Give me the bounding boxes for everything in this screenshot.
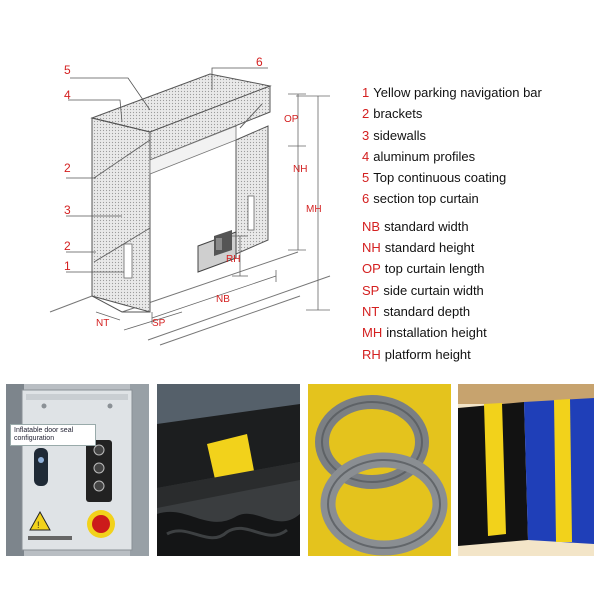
photo-control-box: ! xyxy=(6,384,149,556)
legend-code: 1 xyxy=(362,85,370,100)
callout-4: 4 xyxy=(64,88,71,102)
legend-code: OP xyxy=(362,261,381,277)
brackets xyxy=(93,103,263,263)
warning-icon xyxy=(29,510,51,531)
dimension-lines xyxy=(95,93,330,331)
callout-2-bottom: 2 xyxy=(64,239,71,253)
legend-code: 3 xyxy=(362,127,370,143)
right-sidewall xyxy=(235,125,269,255)
floor-lines xyxy=(49,251,331,346)
dim-sp: SP xyxy=(152,318,166,329)
dock-seal-diagram: 5 4 6 2 3 2 1 OP NH MH RH xyxy=(49,55,331,346)
callout-5: 5 xyxy=(64,63,71,77)
legend-text: brackets xyxy=(373,106,423,122)
dim-nt: NT xyxy=(96,318,109,329)
platform xyxy=(197,230,237,273)
legend-text: Top continuous coating xyxy=(373,170,507,186)
key-lock xyxy=(34,448,48,486)
legend-text: top curtain length xyxy=(384,261,485,277)
legend-code: SP xyxy=(362,282,380,298)
dim-nb: NB xyxy=(216,294,230,305)
legend-text: standard width xyxy=(384,218,469,234)
legend-code: 5 xyxy=(362,170,370,186)
top-beam xyxy=(90,73,272,161)
legend-text: installation height xyxy=(386,325,487,341)
callout-3: 3 xyxy=(64,203,71,217)
photo-curtain-material xyxy=(157,384,300,556)
callouts: 5 4 6 2 3 2 1 xyxy=(64,55,263,273)
callout-1: 1 xyxy=(64,259,71,273)
legend-code: NT xyxy=(362,303,380,319)
screw-icon xyxy=(41,403,113,409)
svg-text:!: ! xyxy=(37,520,40,530)
dim-mh: MH xyxy=(306,204,322,215)
legend-text: standard depth xyxy=(383,303,471,319)
legend-text: section top curtain xyxy=(373,191,479,207)
photo-rubber-seals xyxy=(308,384,451,556)
photo-color-samples xyxy=(458,384,594,556)
legend-code: NH xyxy=(362,240,381,256)
button-icon xyxy=(93,480,105,492)
control-box-label: Inflatable door seal configuration xyxy=(10,424,96,446)
legend-code: MH xyxy=(362,325,383,341)
legend-text: aluminum profiles xyxy=(373,148,476,164)
legend-text: side curtain width xyxy=(383,282,484,298)
callout-6: 6 xyxy=(256,55,263,69)
legend-code: 6 xyxy=(362,191,370,207)
legend-code: 2 xyxy=(362,106,370,122)
dimension-labels: OP NH MH RH NB NT SP xyxy=(96,114,322,329)
legend-text: standard height xyxy=(384,240,475,256)
legend-text: sidewalls xyxy=(373,127,426,143)
legend-code: NB xyxy=(362,218,381,234)
legend-text: Yellow parking navigation bar xyxy=(373,85,542,100)
legend-text: platform height xyxy=(384,346,471,362)
callout-leaders xyxy=(66,67,268,273)
dim-op: OP xyxy=(284,114,299,125)
button-icon xyxy=(93,462,105,474)
legend-code: RH xyxy=(362,346,381,362)
dim-rh: RH xyxy=(226,254,240,265)
button-icon xyxy=(93,444,105,456)
left-sidewall xyxy=(91,117,151,313)
callout-2-top: 2 xyxy=(64,161,71,175)
dim-nh: NH xyxy=(293,164,307,175)
legend-code: 4 xyxy=(362,148,370,164)
top-curtain xyxy=(149,125,237,175)
